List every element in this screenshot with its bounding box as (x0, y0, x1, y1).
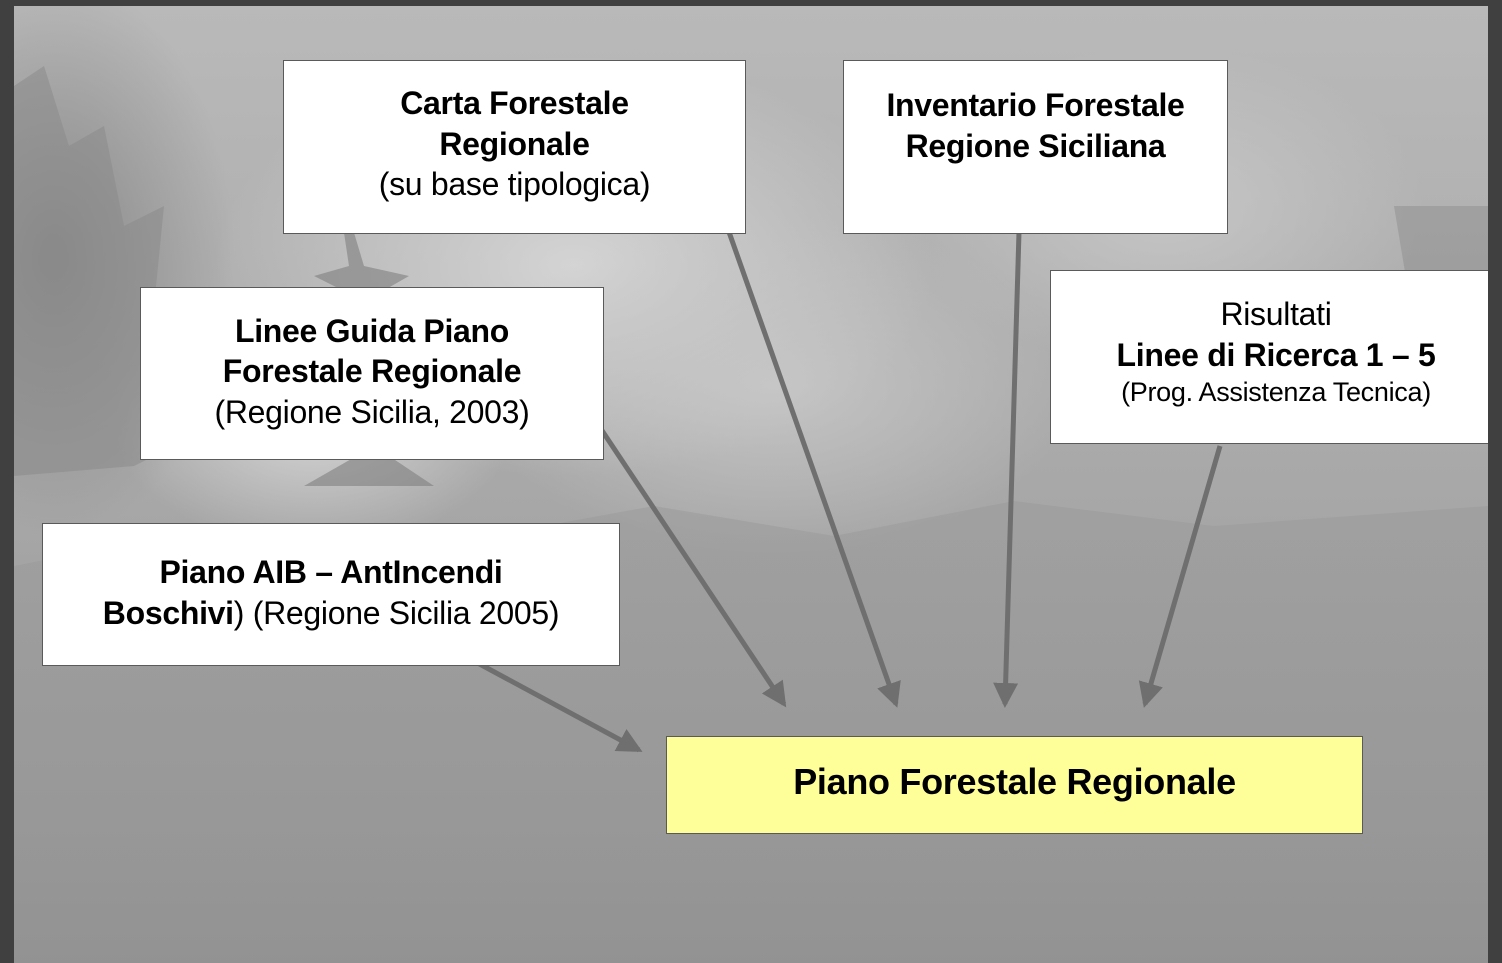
node-carta-line1: Carta Forestale (400, 85, 629, 122)
node-piano-aib-line2: Boschivi) (Regione Sicilia 2005) (102, 593, 560, 634)
node-piano-aib: Piano AIB – AntIncendi Boschivi) (Region… (42, 523, 620, 666)
node-carta-line2: Regionale (439, 125, 590, 162)
node-linee-guida-line2: Forestale Regionale (222, 353, 522, 390)
node-piano-aib-line2-rest: ) (Regione Sicilia 2005) (233, 594, 560, 631)
node-inventario-line1: Inventario Forestale (886, 87, 1185, 123)
node-risultati-line1: Risultati (1220, 296, 1332, 333)
node-risultati-line3: (Prog. Assistenza Tecnica) (1121, 377, 1431, 408)
node-piano-aib-line2-bold: Boschivi (102, 594, 234, 631)
node-risultati: Risultati Linee di Ricerca 1 – 5 (Prog. … (1050, 270, 1488, 444)
node-carta-forestale: Carta Forestale Regionale (su base tipol… (283, 60, 746, 234)
node-piano-aib-line1: Piano AIB – AntIncendi (159, 553, 503, 590)
node-linee-guida-line1: Linee Guida Piano (234, 312, 510, 349)
node-risultati-line2: Linee di Ricerca 1 – 5 (1116, 336, 1436, 373)
node-piano-forestale-regionale: Piano Forestale Regionale (666, 736, 1363, 834)
node-carta-line3: (su base tipologica) (378, 166, 651, 203)
node-target-label: Piano Forestale Regionale (793, 761, 1236, 802)
node-inventario-forestale: Inventario Forestale Regione Siciliana (843, 60, 1228, 234)
node-inventario-line2: Regione Siciliana (905, 127, 1166, 164)
node-linee-guida: Linee Guida Piano Forestale Regionale (R… (140, 287, 604, 460)
node-linee-guida-line3: (Regione Sicilia, 2003) (214, 393, 530, 430)
